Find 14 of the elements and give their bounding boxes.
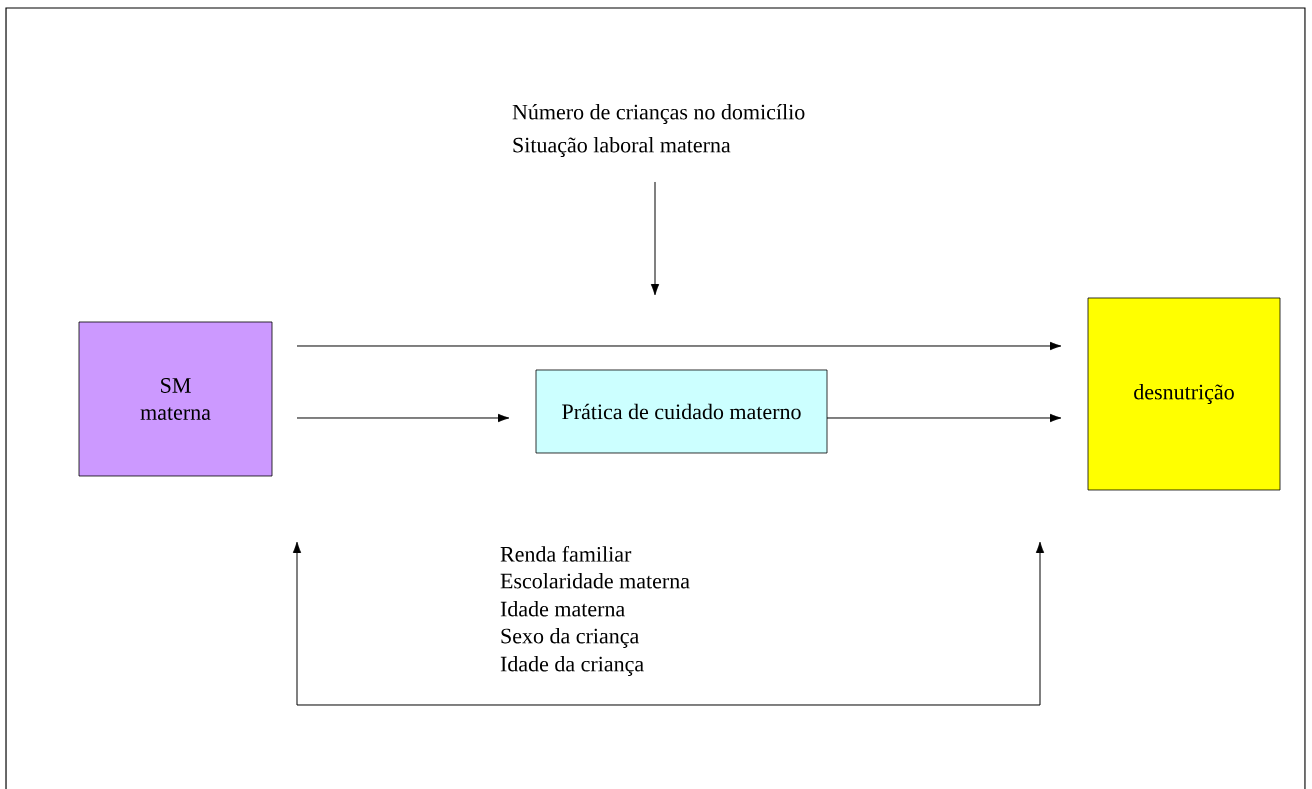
factor-text: Renda familiar (500, 546, 632, 562)
feedback-arrow (292, 541, 1045, 706)
process-box: SM materna (78, 321, 273, 477)
arrow (826, 413, 1062, 423)
factor-text: Escolaridade materna (500, 573, 690, 589)
outcome-box: desnutrição (1087, 297, 1281, 491)
arrow (650, 181, 660, 296)
factor-text: Número de crianças no domicílio Situação laboral materna (512, 104, 805, 157)
arrow (296, 413, 510, 423)
factor-text: Idade materna (500, 601, 625, 617)
factor-text: Sexo da criança (501, 628, 639, 648)
arrow (296, 341, 1062, 351)
process-box: Prática de cuidado materno (535, 369, 828, 454)
factor-text: Idade da criança (500, 656, 644, 676)
